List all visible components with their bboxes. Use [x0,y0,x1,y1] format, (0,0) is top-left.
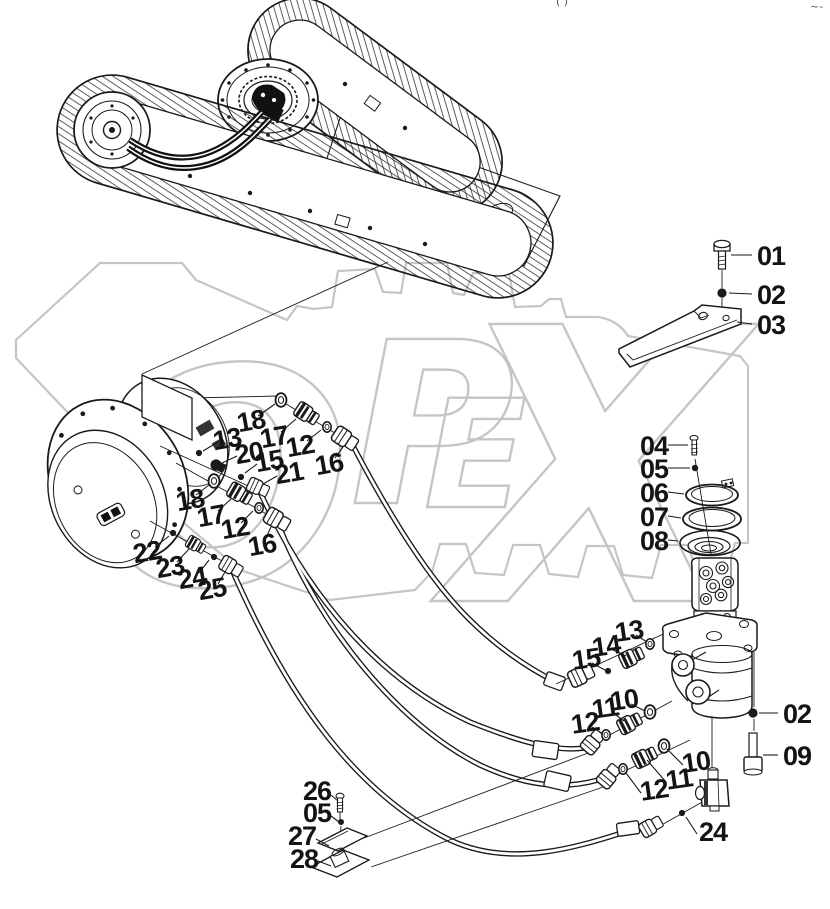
oring-12c [600,728,612,742]
callout-04: 04 [640,431,669,461]
hose-sleeve [543,770,572,792]
seal-kit-parts [679,434,742,557]
callout-05: 05 [640,454,669,484]
hose-sleeve [543,671,566,692]
callout-11b: 11 [664,762,695,796]
callout-25: 25 [196,572,230,607]
washer-05 [691,464,699,472]
callout-18a: 18 [235,404,269,439]
bolt-01 [713,239,731,270]
bracket-group [618,239,742,368]
hose-clamp-group [309,792,371,878]
callout-09: 09 [783,741,812,771]
swivel-arm [671,651,720,705]
undercarriage-hoses [126,107,273,172]
bracket-03 [618,304,742,368]
center-swivel-top-view [252,84,286,122]
oring-18b [207,473,221,489]
callout-15b: 15 [570,642,603,676]
clamp-leader-lines [363,749,613,868]
washer-02b [748,708,758,718]
clamp-plate-27 [316,827,369,852]
callout-leaders [154,254,778,867]
elbow-fitting-bottom [694,767,730,812]
oring-13b [644,637,656,651]
callout-12c: 12 [569,706,601,740]
plug-15b [604,667,612,675]
bolt-09-group [743,652,763,776]
callout-18b: 18 [174,483,208,518]
projection-lines [141,261,389,399]
clamp-cylinder [329,847,350,869]
screw-04 [689,434,699,456]
callout-20: 20 [233,436,266,470]
callout-24a: 24 [176,561,210,596]
oring-18a [274,392,288,408]
bolt-09 [743,732,763,776]
oring-12a [321,420,333,434]
watermark-gear-outline [14,261,750,602]
oring-10b [657,738,671,754]
swivel-flange [661,612,758,661]
washer-05b [338,819,344,825]
callout-28: 28 [290,844,319,874]
callout-08: 08 [640,526,669,556]
cropped-text-fragment: ( ) [556,0,568,8]
watermark-letter-p: P [350,295,515,557]
callout-22: 22 [131,535,164,569]
callout-17a: 17 [258,420,291,454]
callout-13b: 13 [613,614,646,648]
callout-14: 14 [590,629,623,663]
hose-sleeve [531,740,560,761]
callout-10a: 10 [608,683,640,717]
callout-13a: 13 [211,422,245,457]
callout-24b: 24 [699,817,728,847]
callout-06: 06 [640,478,669,508]
corner-mark: ~- [810,0,823,13]
elbownut-h3 [594,760,624,791]
plug-24a [210,553,218,561]
oring-10a [643,704,657,720]
callout-05b: 05 [303,798,332,828]
screw-26 [335,792,345,813]
undercarriage-illustration [56,0,561,299]
callout-02b: 02 [783,699,811,729]
callout-16b: 16 [246,528,280,563]
callout-12d: 12 [638,773,670,807]
hoses [230,442,641,857]
final-drive-motor [46,373,230,569]
callout-07: 07 [640,502,668,532]
callout-15a: 15 [253,444,287,479]
plug-15a [237,473,245,481]
callout-02: 02 [757,280,785,310]
motor-mount-plate [141,373,193,442]
plug-22 [169,529,177,537]
plug-24b [678,809,686,817]
callout-16a: 16 [313,447,347,482]
callout-21: 21 [273,456,307,491]
clamp-ring-06 [685,478,739,507]
hosenut-h4 [636,813,666,840]
plug-13a [195,449,203,457]
callout-23: 23 [154,550,188,585]
callout-27: 27 [288,821,316,851]
washer-02 [717,288,727,298]
callout-17b: 17 [195,499,228,533]
oring-12d [617,762,629,776]
callout-26: 26 [303,776,332,806]
callout-12a: 12 [284,429,317,463]
seal-08 [679,529,741,557]
callout-11a: 11 [590,691,621,725]
oring-12b [254,501,265,515]
callout-03: 03 [757,310,786,340]
callout-01: 01 [757,241,786,271]
callout-10b: 10 [680,745,712,779]
hose-sleeve [615,820,641,837]
watermark-letter-e: E [424,369,526,543]
callout-12b: 12 [219,511,252,545]
callout-labels: 01 02 03 04 05 06 07 08 18 13 17 20 12 1… [131,241,813,874]
